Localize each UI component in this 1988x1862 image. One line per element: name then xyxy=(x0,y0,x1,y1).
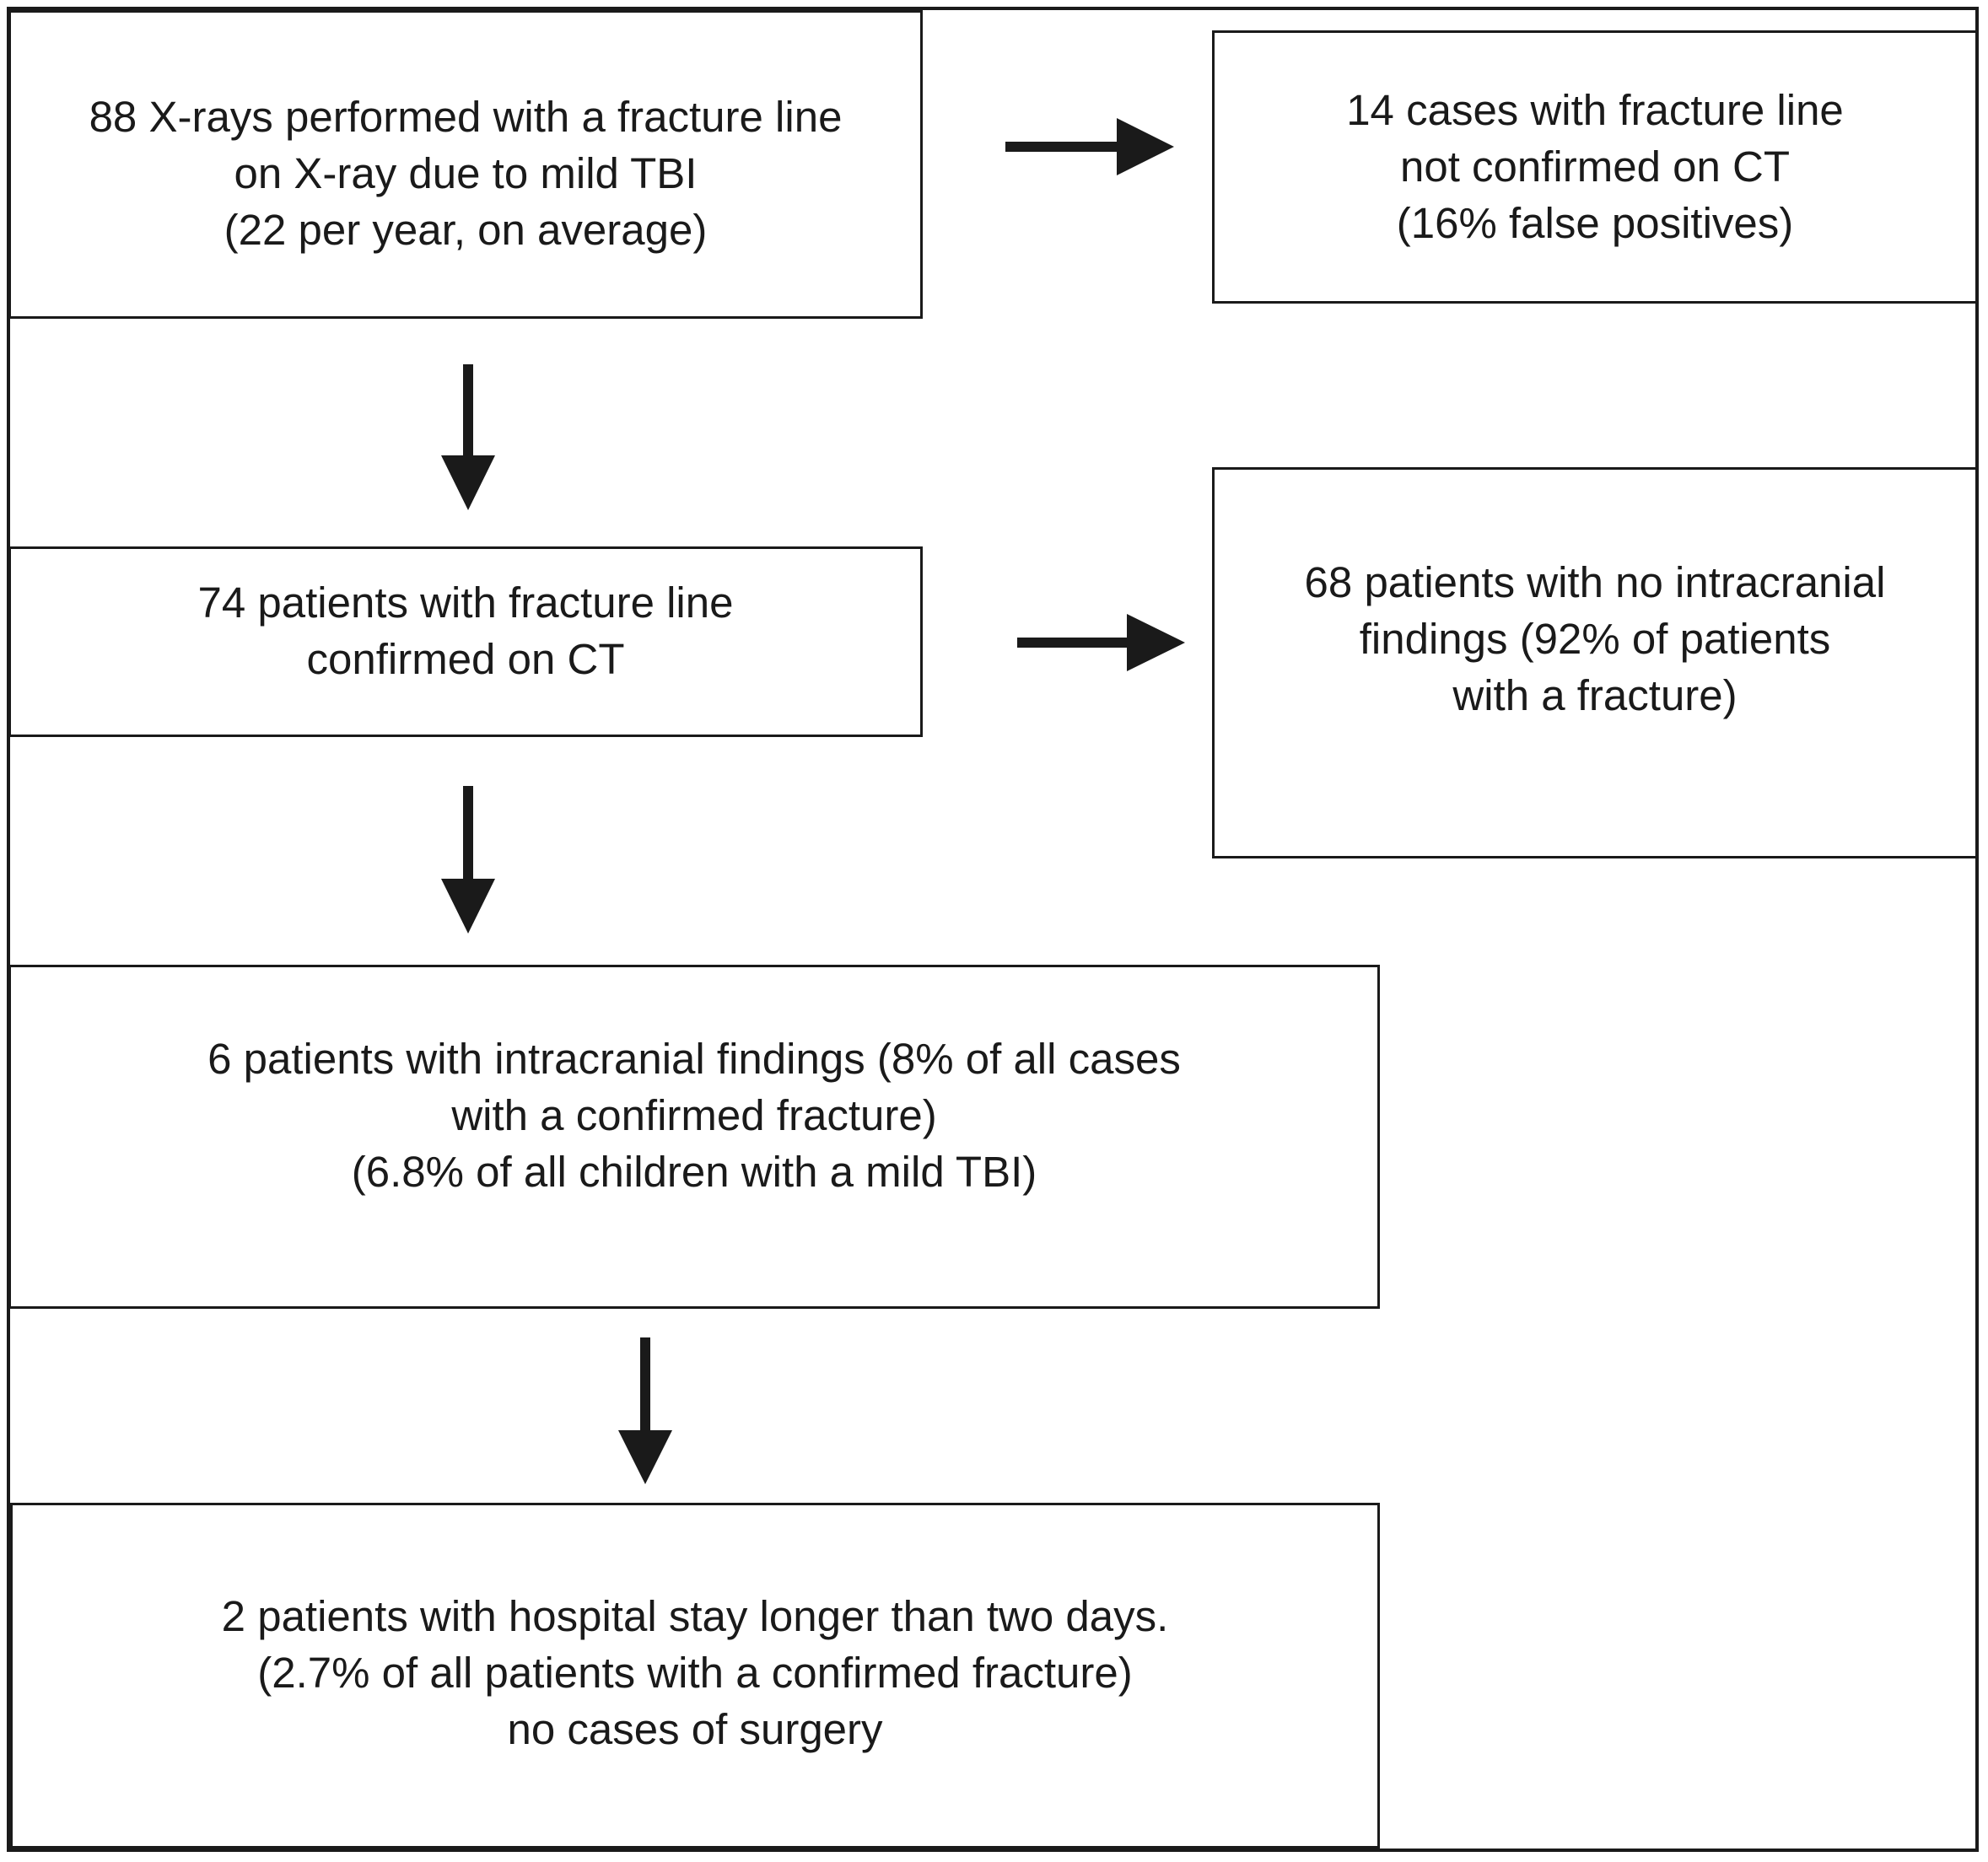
node-intracranial-line-2: with a confirmed fracture) xyxy=(451,1091,937,1139)
node-intracranial: 6 patients with intracranial findings (8… xyxy=(8,965,1380,1309)
node-false-positives-line-1: 14 cases with fracture line xyxy=(1346,86,1844,134)
node-false-positives-line-2: not confirmed on CT xyxy=(1399,143,1791,191)
node-no-intracranial-line-2: findings (92% of patients xyxy=(1359,615,1831,663)
node-hospital-stay-text: 2 patients with hospital stay longer tha… xyxy=(13,1588,1377,1757)
node-intracranial-line-1: 6 patients with intracranial findings (8… xyxy=(207,1035,1181,1083)
node-false-positives-text: 14 cases with fracture line not confirme… xyxy=(1215,82,1975,251)
node-xrays-line-1: 88 X-rays performed with a fracture line xyxy=(89,93,843,141)
node-hospital-stay: 2 patients with hospital stay longer tha… xyxy=(10,1503,1380,1849)
node-confirmed-line-1: 74 patients with fracture line xyxy=(197,579,734,627)
node-hospital-stay-line-2: (2.7% of all patients with a confirmed f… xyxy=(257,1649,1133,1697)
node-intracranial-text: 6 patients with intracranial findings (8… xyxy=(11,1031,1377,1200)
node-intracranial-line-3: (6.8% of all children with a mild TBI) xyxy=(351,1148,1037,1196)
node-false-positives: 14 cases with fracture line not confirme… xyxy=(1212,30,1978,304)
node-xrays-line-2: on X-ray due to mild TBI xyxy=(234,149,698,197)
node-no-intracranial: 68 patients with no intracranial finding… xyxy=(1212,467,1978,858)
node-confirmed: 74 patients with fracture line confirmed… xyxy=(8,546,923,737)
node-xrays: 88 X-rays performed with a fracture line… xyxy=(8,10,923,319)
node-no-intracranial-line-1: 68 patients with no intracranial xyxy=(1304,558,1886,606)
node-xrays-text: 88 X-rays performed with a fracture line… xyxy=(11,89,920,258)
node-no-intracranial-line-3: with a fracture) xyxy=(1452,671,1737,719)
node-no-intracranial-text: 68 patients with no intracranial finding… xyxy=(1215,554,1975,724)
node-confirmed-line-2: confirmed on CT xyxy=(306,635,625,683)
node-xrays-line-3: (22 per year, on average) xyxy=(224,206,708,254)
diagram-frame xyxy=(7,7,1979,1852)
node-confirmed-text: 74 patients with fracture line confirmed… xyxy=(11,574,920,687)
node-hospital-stay-line-3: no cases of surgery xyxy=(507,1705,883,1753)
node-false-positives-line-3: (16% false positives) xyxy=(1396,199,1794,247)
node-hospital-stay-line-1: 2 patients with hospital stay longer tha… xyxy=(221,1592,1169,1640)
